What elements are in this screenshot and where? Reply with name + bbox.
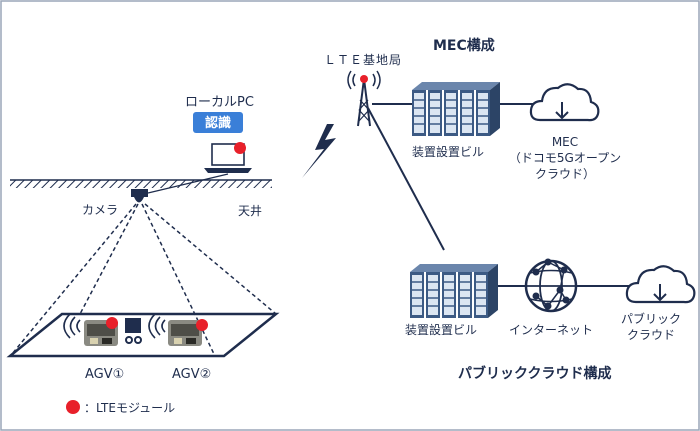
local-pc-label: ローカルPC bbox=[185, 95, 254, 110]
legend-label: ：LTEモジュール bbox=[84, 401, 175, 415]
mec-label-line3: クラウド） bbox=[535, 167, 595, 181]
lte-tower-top-dot bbox=[360, 75, 368, 83]
camera-view-lines bbox=[11, 203, 277, 355]
globe-icon bbox=[524, 258, 578, 313]
lte-station-label: ＬＴＥ基地局 bbox=[324, 53, 402, 67]
agv1-label: AGV① bbox=[85, 367, 124, 382]
wifi-icon bbox=[148, 313, 166, 339]
server-rack-icon bbox=[412, 82, 500, 136]
lte-module-dot bbox=[106, 317, 118, 329]
floor-area bbox=[6, 312, 280, 358]
agv-icon bbox=[168, 320, 202, 346]
lte-module-dot bbox=[234, 142, 246, 154]
legend-dot bbox=[66, 400, 80, 414]
wifi-icon bbox=[63, 313, 81, 339]
cloud-icon bbox=[529, 83, 600, 122]
network-links bbox=[367, 103, 632, 287]
agv2-label: AGV② bbox=[172, 367, 211, 382]
equipment-building-label-bottom: 装置設置ビル bbox=[405, 322, 477, 337]
server-rack-icon bbox=[410, 264, 498, 318]
recognition-badge bbox=[193, 112, 243, 133]
recognition-label: 認識 bbox=[205, 115, 231, 131]
ceiling-label: 天井 bbox=[238, 204, 262, 218]
mec-label-line2: （ドコモ5Gオープン bbox=[509, 151, 621, 165]
cart-icon bbox=[125, 318, 142, 344]
mec-label-line1: MEC bbox=[552, 135, 578, 149]
camera-label: カメラ bbox=[82, 203, 118, 217]
lightning-icon bbox=[302, 124, 336, 178]
mec-config-title: MEC構成 bbox=[433, 37, 495, 54]
public-cloud-label-line2: クラウド bbox=[627, 328, 675, 342]
public-cloud-config-title: パブリッククラウド構成 bbox=[458, 365, 611, 382]
public-cloud-label-line1: パブリック bbox=[621, 311, 681, 326]
ceiling bbox=[10, 179, 272, 188]
pc-camera-cable bbox=[147, 173, 229, 194]
lte-module-dot bbox=[196, 319, 208, 331]
cloud-icon bbox=[625, 265, 696, 304]
lte-tower-icon bbox=[347, 70, 381, 127]
camera-icon bbox=[131, 189, 148, 203]
internet-label: インターネット bbox=[509, 323, 593, 337]
equipment-building-label-top: 装置設置ビル bbox=[412, 144, 484, 159]
